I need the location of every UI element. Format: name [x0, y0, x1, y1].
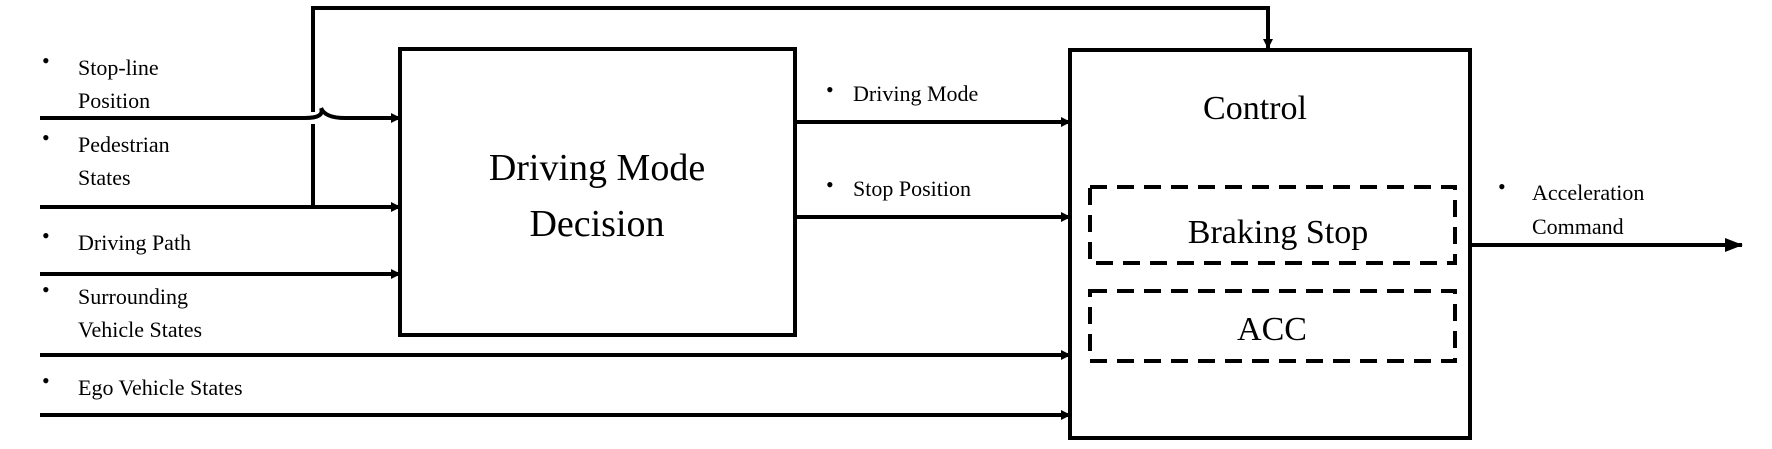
pedestrian-line2: States: [78, 165, 131, 190]
ego-text: Ego Vehicle States: [78, 375, 243, 400]
pedestrian-branch-to-control: [311, 6, 1268, 207]
input-ego-label: • Ego Vehicle States: [42, 368, 243, 400]
surrounding-line2: Vehicle States: [78, 317, 202, 342]
stop-line-line1: Stop-line: [78, 55, 159, 80]
stop-line-wire: [40, 107, 346, 120]
output-line2: Command: [1532, 214, 1624, 239]
bullet: •: [42, 125, 50, 150]
braking-stop-label: Braking Stop: [1188, 214, 1368, 251]
input-driving-path-label: • Driving Path: [42, 223, 191, 255]
input-surrounding-label: • Surrounding Vehicle States: [42, 277, 202, 342]
bullet: •: [42, 368, 50, 393]
decision-title-line1: Driving Mode: [489, 147, 705, 189]
acc-label: ACC: [1237, 311, 1307, 348]
stop-line-line2: Position: [78, 88, 150, 113]
control-title: Control: [1203, 90, 1307, 127]
braking-stop-block: [1088, 185, 1457, 265]
output-line1: Acceleration: [1532, 180, 1644, 205]
bullet: •: [42, 48, 50, 73]
surrounding-line1: Surrounding: [78, 284, 188, 309]
driving-path-text: Driving Path: [78, 230, 191, 255]
stop-position-label: Stop Position: [853, 176, 971, 201]
bullet: •: [42, 223, 50, 248]
driving-mode-decision-block: [398, 47, 797, 337]
bullet: •: [826, 172, 834, 197]
input-pedestrian-label: • Pedestrian States: [42, 125, 170, 190]
bullet: •: [826, 77, 834, 102]
pedestrian-line1: Pedestrian: [78, 132, 170, 157]
decision-title-line2: Decision: [529, 203, 664, 245]
bullet: •: [42, 277, 50, 302]
input-stop-line-label: • Stop-line Position: [42, 48, 159, 113]
bullet: •: [1498, 174, 1506, 199]
driving-mode-label: Driving Mode: [853, 81, 978, 106]
